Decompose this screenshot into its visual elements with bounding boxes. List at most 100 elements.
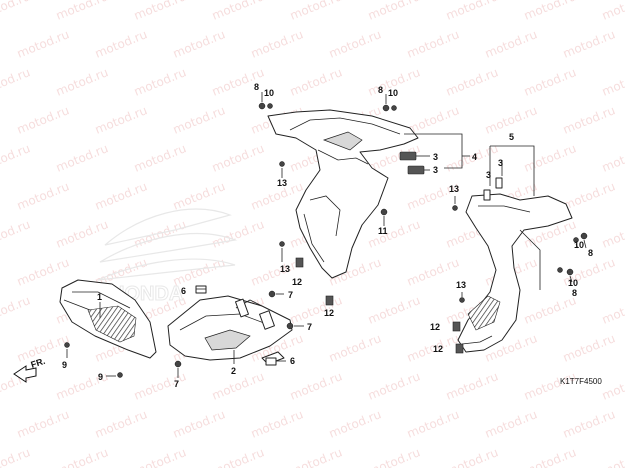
bolt-8b [382, 104, 390, 112]
watermark-text: motod.ru [171, 27, 227, 61]
watermark-text: motod.ru [93, 179, 149, 213]
front-direction-arrow: FR. [13, 356, 46, 383]
watermark-text: motod.ru [561, 407, 617, 441]
nut-7b [286, 322, 294, 330]
callout-11: 11 [378, 226, 388, 236]
callout-13c: 13 [449, 184, 459, 194]
watermark-text: motod.ru [210, 141, 266, 175]
callout-13d: 13 [456, 280, 466, 290]
watermark-text: motod.ru [0, 293, 32, 327]
nut-7c [174, 360, 182, 368]
watermark-text: motod.ru [366, 217, 422, 251]
watermark-text: motod.ru [93, 27, 149, 61]
watermark-text: motod.ru [171, 103, 227, 137]
watermark-text: motod.ru [0, 0, 32, 23]
bolt-8a [258, 102, 266, 110]
callout-7c: 7 [174, 379, 179, 389]
watermark-text: motod.ru [210, 369, 266, 403]
watermark-text: motod.ru [132, 141, 188, 175]
clip-12d [455, 343, 464, 354]
watermark-text: motod.ru [483, 27, 539, 61]
callout-8a: 8 [254, 82, 259, 92]
watermark-text: motod.ru [54, 0, 110, 23]
watermark-text: motod.ru [288, 369, 344, 403]
watermark-text: motod.ru [327, 407, 383, 441]
callout-13a: 13 [277, 178, 287, 188]
watermark-text: motod.ru [288, 293, 344, 327]
watermark-text: motod.ru [522, 445, 578, 468]
callout-5: 5 [509, 132, 514, 142]
watermark-text: motod.ru [0, 65, 32, 99]
watermark-text: motod.ru [0, 141, 32, 175]
part-4-center-panel [267, 109, 419, 279]
watermark-text: motod.ru [93, 103, 149, 137]
watermark-text: motod.ru [288, 445, 344, 468]
callout-7a: 7 [288, 290, 293, 300]
watermark-text: motod.ru [366, 0, 422, 23]
callout-7b: 7 [307, 322, 312, 332]
part-5-side-cover [457, 193, 573, 353]
washer-10c [573, 237, 579, 243]
watermark-text: motod.ru [600, 141, 625, 175]
nut-7a [268, 290, 276, 298]
screw-13c [452, 205, 458, 211]
watermark-text: motod.ru [132, 369, 188, 403]
watermark-text: motod.ru [15, 255, 71, 289]
watermark-text: motod.ru [444, 369, 500, 403]
watermark-text: motod.ru [54, 141, 110, 175]
part-2-under-cover [167, 295, 293, 365]
callout-12d: 12 [433, 344, 443, 354]
watermark-text: motod.ru [366, 445, 422, 468]
damper-3b [407, 165, 425, 175]
callout-6b: 6 [290, 356, 295, 366]
watermark-text: motod.ru [600, 65, 625, 99]
screw-13d [459, 297, 465, 303]
watermark-text: motod.ru [288, 0, 344, 23]
damper-3c [483, 189, 491, 201]
watermark-text: motod.ru [132, 445, 188, 468]
callout-12b: 12 [324, 308, 334, 318]
watermark-text: motod.ru [210, 0, 266, 23]
watermark-text: motod.ru [15, 407, 71, 441]
watermark-text: motod.ru [444, 445, 500, 468]
watermark-text: motod.ru [405, 27, 461, 61]
bolt-8d [566, 268, 574, 276]
screw-11 [380, 208, 388, 216]
watermark-text: motod.ru [171, 179, 227, 213]
callout-3d: 3 [498, 158, 503, 168]
watermark-text: motod.ru [600, 217, 625, 251]
watermark-text: motod.ru [54, 445, 110, 468]
callout-9b: 9 [98, 372, 103, 382]
watermark-text: motod.ru [249, 27, 305, 61]
washer-10d [557, 267, 563, 273]
callout-3b: 3 [433, 165, 438, 175]
callout-3a: 3 [433, 152, 438, 162]
callout-4: 4 [472, 152, 477, 162]
watermark-text: motod.ru [327, 331, 383, 365]
callout-labels: 1 2 3 3 3 3 4 5 6 6 7 7 7 8 8 8 8 9 9 10… [62, 82, 593, 389]
callout-10a: 10 [264, 88, 274, 98]
watermark-text: motod.ru [15, 179, 71, 213]
callout-2: 2 [231, 366, 236, 376]
watermark-text: motod.ru [132, 0, 188, 23]
bolt-8c [580, 232, 588, 240]
clip-12a [295, 257, 304, 268]
callout-9a: 9 [62, 360, 67, 370]
watermark-text: motod.ru [132, 65, 188, 99]
watermark-text: motod.ru [54, 65, 110, 99]
callout-13b: 13 [280, 264, 290, 274]
washer-10b [391, 105, 397, 111]
callout-3c: 3 [486, 170, 491, 180]
callout-1: 1 [97, 292, 102, 302]
watermark-text: motod.ru [444, 65, 500, 99]
watermark-text: motod.ru [54, 217, 110, 251]
watermark-text: motod.ru [15, 27, 71, 61]
watermark-text: motod.ru [0, 445, 32, 468]
small-hardware [64, 102, 588, 378]
watermark-text: motod.ru [561, 331, 617, 365]
watermark-text: motod.ru [444, 0, 500, 23]
washer-10a [267, 103, 273, 109]
callout-12c: 12 [430, 322, 440, 332]
watermark-text: motod.ru [0, 217, 32, 251]
clip-6a [195, 285, 207, 294]
